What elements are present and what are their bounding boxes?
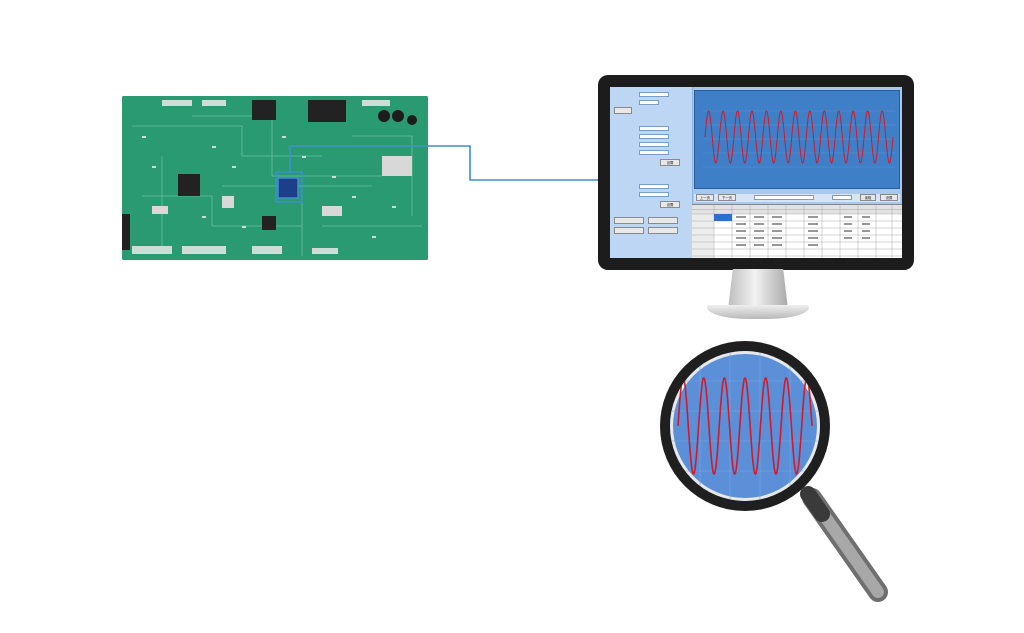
- panel-field[interactable]: [639, 125, 669, 131]
- monitor-stand-neck: [728, 269, 788, 309]
- panel-set-button[interactable]: 设置: [660, 201, 680, 208]
- monitor-stand-base: [707, 305, 809, 319]
- nav-field[interactable]: [754, 195, 814, 200]
- read-button[interactable]: 读取: [860, 194, 876, 201]
- panel-field[interactable]: [639, 91, 669, 97]
- magnifier-lens: [670, 351, 820, 501]
- panel-field[interactable]: [639, 99, 659, 105]
- set-button[interactable]: 设置: [880, 194, 898, 201]
- circuit-board-icon: [122, 96, 428, 260]
- panel-field[interactable]: [639, 183, 669, 189]
- nav-field[interactable]: [832, 195, 852, 200]
- screen-waveform: [704, 110, 894, 164]
- panel-set-button[interactable]: 设置: [660, 159, 680, 166]
- data-table-grid: [692, 205, 902, 258]
- monitor-icon: 设置 设置: [598, 75, 914, 270]
- panel-field[interactable]: [639, 133, 669, 139]
- magnifier-icon: [660, 341, 830, 511]
- monitor-screen: 设置 设置: [610, 87, 902, 258]
- data-table: [692, 204, 902, 258]
- panel-button[interactable]: [648, 217, 678, 224]
- settings-panel: 设置 设置: [610, 87, 693, 258]
- magnified-waveform-chart: [670, 351, 820, 501]
- panel-field[interactable]: [639, 191, 669, 197]
- panel-button[interactable]: [614, 227, 644, 234]
- panel-button[interactable]: [614, 217, 644, 224]
- panel-field[interactable]: [639, 141, 669, 147]
- panel-field[interactable]: [639, 149, 669, 155]
- panel-button[interactable]: [614, 107, 632, 114]
- waveform-chart: [703, 97, 895, 181]
- next-page-button[interactable]: 下一页: [718, 194, 736, 201]
- prev-page-button[interactable]: 上一页: [696, 194, 714, 201]
- nav-row: 上一页 下一页 读取 设置: [694, 194, 900, 202]
- circuit-board-details: [122, 96, 428, 260]
- waveform-plot: [694, 90, 900, 189]
- magnified-waveform: [677, 376, 813, 475]
- panel-button[interactable]: [648, 227, 678, 234]
